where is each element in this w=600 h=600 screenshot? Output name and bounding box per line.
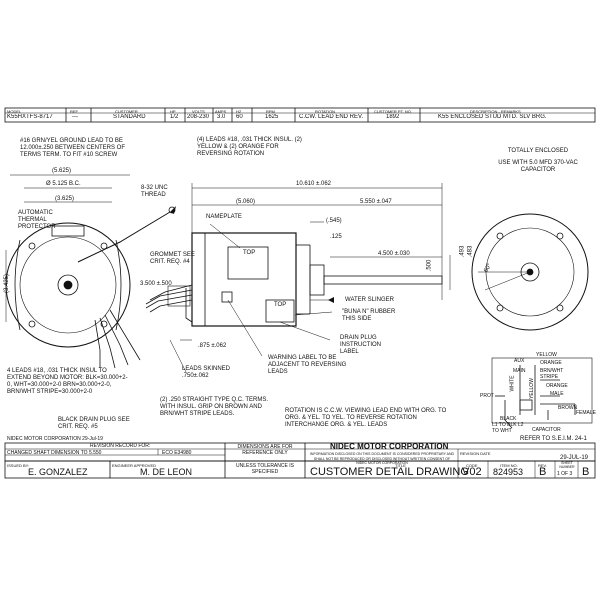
dim-3425: (3.425) xyxy=(4,273,11,294)
footer-code: V02 xyxy=(462,466,482,478)
wire-prot: PROT xyxy=(480,393,494,399)
footer-rev2: B xyxy=(582,466,590,478)
wire-l1l2: L1 TO BLK L2 TO WHT xyxy=(492,422,524,434)
note-capacitor: USE WITH 5.0 MFD 370-VAC CAPACITOR xyxy=(498,160,578,173)
dim-bolt-circle: Ø 5.125 B.C. xyxy=(46,181,81,187)
footer-eco: ECO E34980 xyxy=(162,450,192,456)
footer-tolerance: UNLESS TOLERANCE IS SPECIFIED xyxy=(236,463,294,475)
header-label-description: DESCRIPTION - REMARKS xyxy=(470,109,521,114)
header-value-rotation: C.CW. LEAD END REV. xyxy=(299,114,364,120)
footer-engineer-label: ENGINEER APPROVED xyxy=(112,463,157,468)
header-value-amps: 3.0 xyxy=(217,114,226,120)
header-value-rpm: 1625 xyxy=(265,114,279,120)
header-value-model: K55HXTFS-8717 xyxy=(7,114,53,120)
header-label-hz: HZ xyxy=(236,109,242,114)
dim-3625: (3.625) xyxy=(55,196,75,202)
note-top-nameplate: TOP xyxy=(243,250,256,256)
note-refer: REFER TO S.E.I.M. 24-1 xyxy=(520,436,587,442)
footer-changed: CHANGED SHAFT DIMENSION TO 5.550 xyxy=(7,450,102,456)
footer-proprietary: INFORMATION DISCLOSED ON THIS DOCUMENT I… xyxy=(309,452,455,465)
footer-sheet: 1 OF 3 xyxy=(557,471,573,477)
note-rotation: ROTATION IS C.C.W. VIEWING LEAD END WITH… xyxy=(285,408,447,428)
wire-black: BLACK xyxy=(500,416,517,422)
footer-item: 824953 xyxy=(493,467,524,477)
header-value-customer: STANDARD xyxy=(113,114,146,120)
footer-rev-label: REV. xyxy=(538,463,547,468)
header-value-description: K55 ENCLOSED STUD MTD. SLV BRG. xyxy=(438,114,547,120)
footer-dims-ref: DIMENSIONS ARE FOR REFERENCE ONLY xyxy=(237,444,293,456)
footer-revision-date-label: REVISION DATE xyxy=(460,451,491,456)
note-grommet: GROMMET SEE CRIT. REQ. #4 xyxy=(150,252,195,265)
wire-white: WHITE xyxy=(509,375,516,392)
note-thread: 8-32 UNC THREAD xyxy=(141,185,168,198)
dim-5550: 5.550 ±.047 xyxy=(360,199,392,205)
note-straight-qc: (2) .250 STRAIGHT TYPE Q.C. TERMS. WITH … xyxy=(160,397,269,417)
wire-aux: AUX xyxy=(514,358,525,364)
note-leads-skinned: LEADS SKINNED .750±.062 xyxy=(182,366,231,379)
note-buna: "BUNA N" RUBBER THIS SIDE xyxy=(342,309,396,322)
note-black-drain: BLACK DRAIN PLUG SEE CRIT. REQ. #5 xyxy=(58,417,130,430)
header-label-volts: VOLTS xyxy=(192,109,205,114)
footer-sheet-label: SHEET NUMBER xyxy=(559,461,575,469)
header-value-ref: --- xyxy=(72,114,78,120)
header-label-model: MODEL xyxy=(7,109,22,114)
footer-issued-label: ISSUED BY: xyxy=(7,463,30,468)
dim-3500: 3.500 ±.500 xyxy=(140,281,172,287)
header-value-hz: 60 xyxy=(236,114,243,120)
dim-483: .483 xyxy=(467,245,474,258)
header-label-customer: CUSTOMER xyxy=(115,109,138,114)
footer-revision-title: REVISION RECORD FOR: xyxy=(90,443,151,449)
dim-545: (.545) xyxy=(326,218,342,224)
header-label-ref: REF xyxy=(70,109,78,114)
header-label-customer-pt: CUSTOMER PT. NO. xyxy=(374,109,412,114)
header-label-hp: HP xyxy=(170,109,176,114)
header-value-customer-pt: 1892 xyxy=(386,114,400,120)
dim-500: .500 xyxy=(426,259,433,272)
note-drain-label: DRAIN PLUG INSTRUCTION LABEL xyxy=(340,335,381,355)
wire-main: MAIN xyxy=(513,368,526,374)
footer-revision-date: 29-JUL-19 xyxy=(560,455,589,461)
note-totally-enclosed: TOTALLY ENCLOSED xyxy=(507,148,569,154)
note-four-leads-insul: 4 LEADS #18, .031 THICK INSUL TO EXTEND … xyxy=(7,368,128,395)
footer-title-label: TITLE xyxy=(395,463,406,468)
wire-brown: BROWN xyxy=(558,405,578,411)
dim-5625: (5.625) xyxy=(52,168,72,174)
footer-engineer: M. DE LEON xyxy=(140,467,193,477)
footer-code-label: CODE xyxy=(466,463,478,468)
footer-title: CUSTOMER DETAIL DRAWING xyxy=(310,466,469,478)
wire-orange: ORANGE xyxy=(540,360,562,366)
note-water-slinger: WATER SLINGER xyxy=(345,297,395,303)
dim-493: .493 xyxy=(459,245,466,258)
note-top-label: TOP xyxy=(274,302,287,308)
wire-yellow: YELLOW xyxy=(536,352,557,358)
wire-brnwht: BRN/WHT STRIPE xyxy=(540,368,564,380)
note-ground-lead: #16 GRN/YEL GROUND LEAD TO BE 12.000±.25… xyxy=(20,138,125,158)
footer-issued-by: E. GONZALEZ xyxy=(28,467,88,477)
footer-item-label: ITEM NO. xyxy=(500,463,518,468)
dim-875: .875 ±.062 xyxy=(198,343,227,349)
footer-rev: B xyxy=(539,466,547,478)
header-label-rpm: RPM xyxy=(266,109,275,114)
wire-yellow2: YELLOW xyxy=(528,378,535,399)
wire-capacitor: CAPACITOR xyxy=(532,427,561,433)
header-label-amps: AMPS xyxy=(215,109,227,114)
wire-orange2: ORANGE xyxy=(546,383,568,389)
dim-10610: 10.610 ±.062 xyxy=(296,181,331,187)
wire-male: MALE xyxy=(550,391,564,397)
footer-corp: NIDEC MOTOR CORPORATION xyxy=(330,442,449,451)
dim-4500: 4.500 ±.030 xyxy=(378,251,410,257)
note-nameplate: NAMEPLATE xyxy=(206,214,242,220)
header-value-volts: 208-230 xyxy=(187,114,210,120)
note-four-leads: (4) LEADS #18, .031 THICK INSUL. (2) YEL… xyxy=(197,137,302,157)
footer-company-line: NIDEC MOTOR CORPORATION 29-Jul-19 xyxy=(7,436,103,442)
wire-female: FEMALE xyxy=(576,410,597,416)
dim-125: .125 xyxy=(330,234,342,240)
header-value-hp: 1/2 xyxy=(170,114,179,120)
header-label-rotation: ROTATION xyxy=(315,109,336,114)
note-auto-thermal: AUTOMATIC THERMAL PROTECTOR xyxy=(18,210,56,230)
note-warning: WARNING LABEL TO BE ADJACENT TO REVERSIN… xyxy=(268,355,347,375)
dim-5060: (5.060) xyxy=(236,199,256,205)
